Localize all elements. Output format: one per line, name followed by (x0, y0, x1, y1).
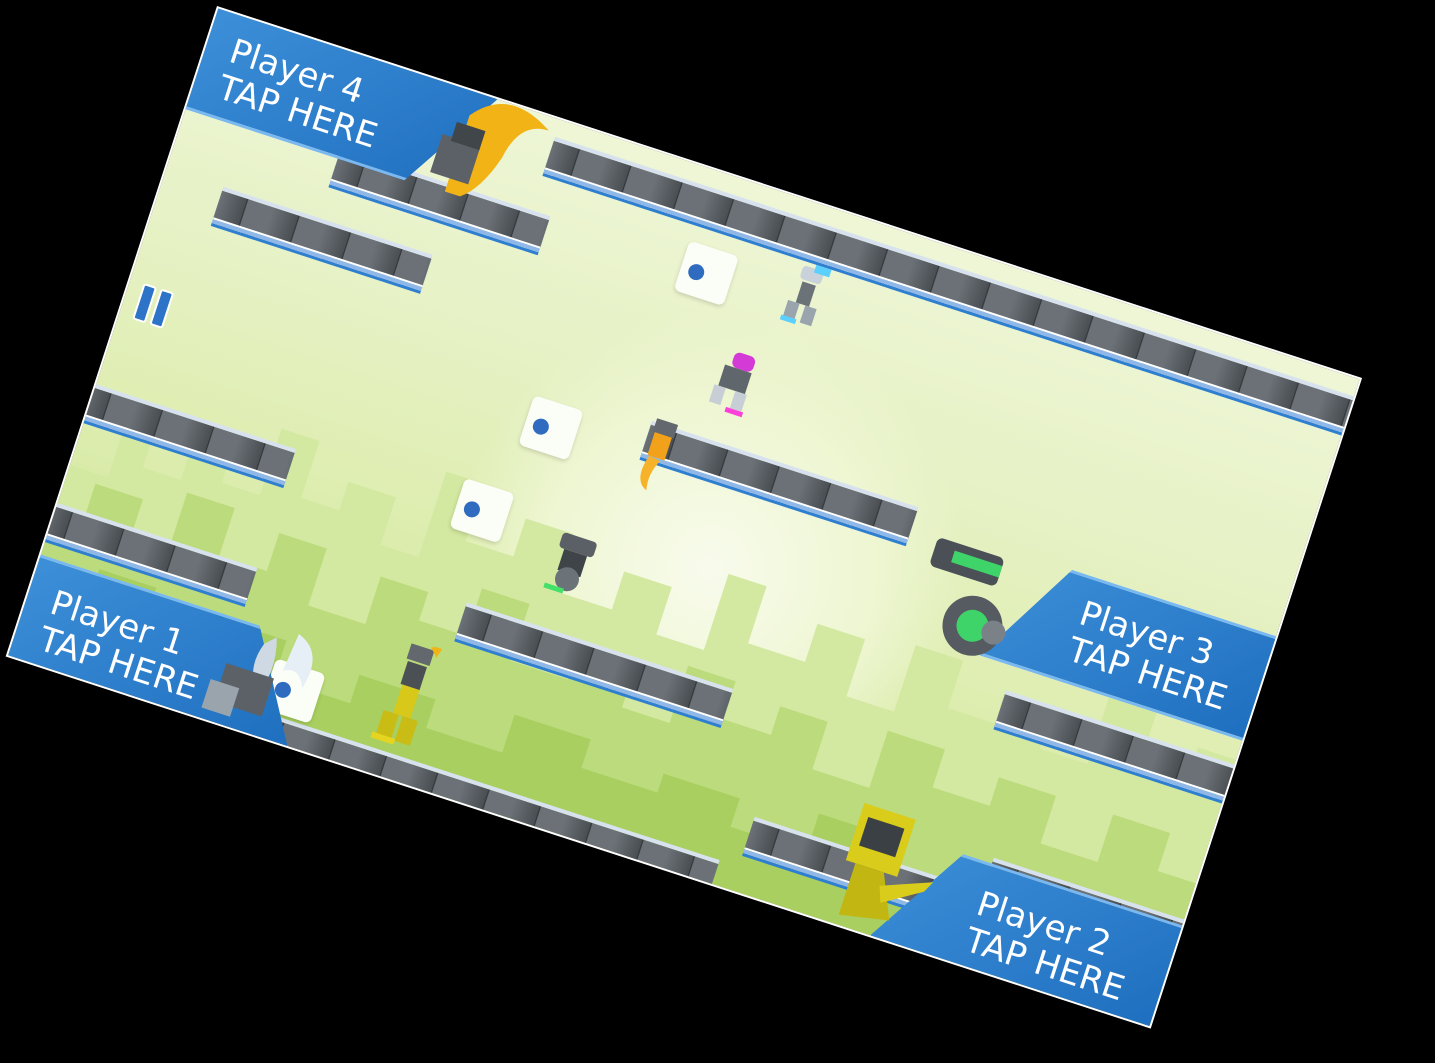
runner-robot-yellow (370, 643, 445, 746)
player-4-character (430, 104, 549, 197)
player-3-character (930, 538, 1006, 656)
runner-robot-orange (640, 418, 679, 491)
game-stage[interactable]: Player 4 TAP HERE Player 3 TAP HERE Play… (5, 6, 1363, 1029)
runner-robot-pink (708, 352, 756, 418)
player-1-character (201, 634, 313, 717)
dot-tile-icon (673, 240, 740, 307)
runner-robot-white (779, 264, 832, 327)
player-2-character (838, 803, 934, 921)
runner-robot-green (543, 532, 597, 594)
